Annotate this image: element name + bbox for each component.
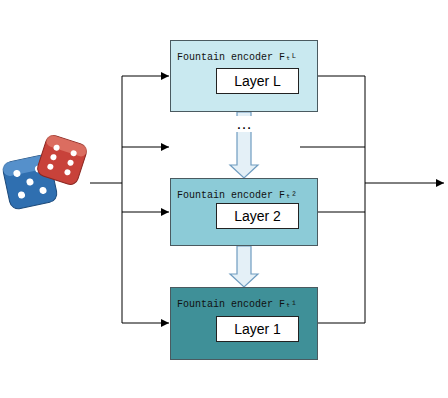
output-wires	[300, 76, 444, 323]
layer-label: Layer L	[234, 73, 281, 89]
encoder-box: Fountain encoder Fₜ¹ Layer 1	[170, 287, 318, 360]
encoder-box: Fountain encoder FₜᴸLayer L	[170, 40, 318, 112]
input-wires	[90, 76, 169, 323]
layer-label: Layer 1	[234, 321, 281, 337]
flow-arrow	[230, 246, 258, 287]
ellipsis-label: …	[233, 116, 255, 132]
encoder-title: Fountain encoder Fₜ²	[177, 189, 297, 201]
flow-arrow	[230, 112, 258, 178]
layer-label: Layer 2	[234, 208, 281, 224]
layer-box: Layer 1	[216, 316, 299, 342]
encoder-box: Fountain encoder Fₜ² Layer 2	[170, 178, 318, 246]
dice-illustration	[2, 134, 89, 211]
layer-box: Layer L	[216, 68, 299, 94]
encoder-title: Fountain encoder Fₜᴸ	[177, 51, 297, 63]
layer-box: Layer 2	[216, 203, 299, 229]
encoder-title: Fountain encoder Fₜ¹	[177, 298, 297, 310]
